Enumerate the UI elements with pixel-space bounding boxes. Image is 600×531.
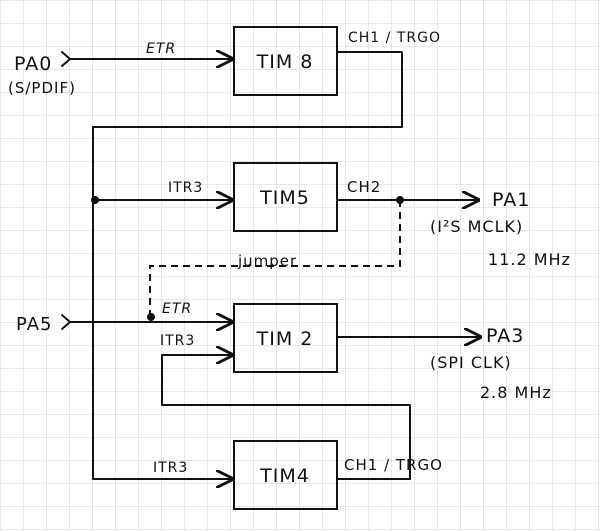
jumper-label: jumper: [237, 252, 297, 270]
tim4-out-label: CH1 / TRGO: [344, 456, 443, 474]
tim2-itr3-label: ITR3: [160, 333, 195, 349]
pa0-label: PA0: [14, 53, 52, 75]
tim2-etr-label: ETR: [162, 301, 192, 317]
tim8-label: TIM 8: [256, 51, 314, 73]
pa3-label: PA3: [486, 325, 524, 347]
pa0-note: (S/PDIF): [8, 79, 76, 97]
tim4-itr3-label: ITR3: [153, 460, 188, 476]
tim8-out-label: CH1 / TRGO: [348, 30, 441, 46]
tim5-label: TIM5: [259, 187, 310, 209]
tim8-etr-label: ETR: [146, 41, 176, 57]
tim4-trgo-to-tim2-wire: [161, 355, 411, 480]
tim5-itr3-label: ITR3: [168, 180, 203, 196]
tim5-ch2-label: CH2: [347, 178, 381, 196]
tim4-label: TIM4: [259, 465, 310, 487]
tim8-trgo-bus: [92, 51, 403, 479]
pa3-note: (SPI CLK): [430, 353, 512, 372]
pa5-label: PA5: [16, 314, 52, 335]
tim2-label: TIM 2: [256, 328, 314, 350]
jumper-wire: [149, 200, 401, 316]
pa1-frequency: 11.2 MHz: [488, 250, 571, 269]
tim5-box: [233, 162, 338, 232]
pa1-note: (I²S MCLK): [430, 217, 523, 236]
tim4-box: [233, 440, 338, 510]
etr-junction-dot: [147, 313, 155, 321]
pa1-label: PA1: [492, 189, 530, 211]
pa3-frequency: 2.8 MHz: [480, 383, 552, 402]
tim8-box: [233, 26, 338, 96]
